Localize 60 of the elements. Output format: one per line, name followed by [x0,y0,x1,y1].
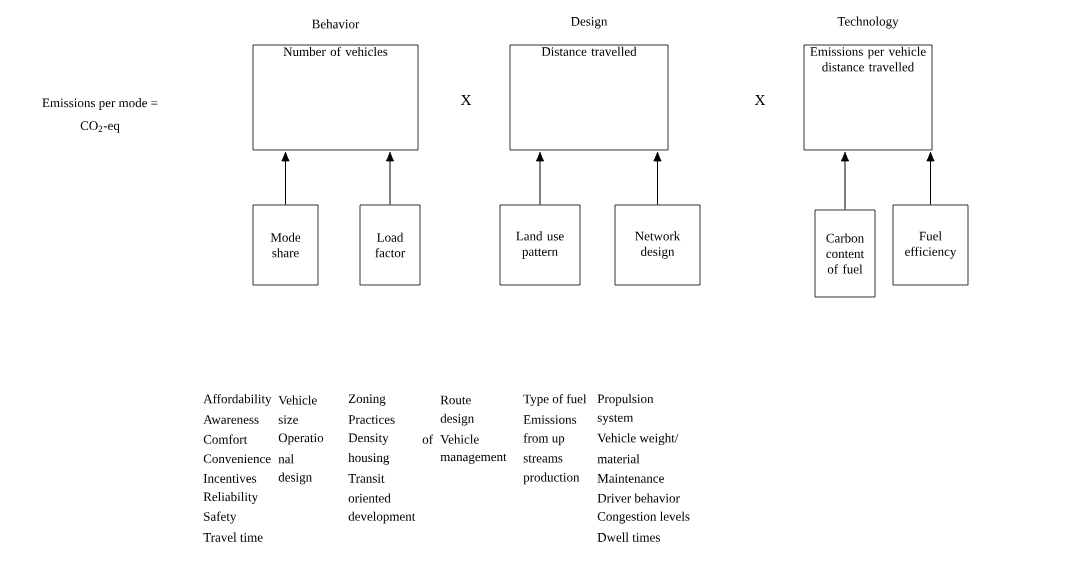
factor-item: Incentives [203,474,257,483]
factor-item: development [348,511,416,524]
factor-item: Dwell times [597,532,660,542]
factor-item: Vehicle [440,434,479,444]
arrow [653,151,662,206]
factor-item: Travel time [203,532,263,542]
factor-item: size [278,415,298,424]
factor-item: Driver behavior [597,493,680,503]
factor-item: streams [523,455,563,463]
arrow [926,151,935,206]
box-text: Distance travelled [541,46,637,56]
factor-box: Mode share [252,204,319,286]
formula-text: Emissions per mode = [42,98,158,110]
factor-item: Affordability [203,394,272,406]
factor-item: oriented [348,493,391,503]
factor-item: Convenience [203,454,271,464]
factor-box: Load factor [359,204,421,286]
multiply-sign: X [460,95,472,105]
factor-item: production [523,472,580,485]
factor-item: Vehicle weight/ [597,433,679,446]
factor-item: Emissions [523,415,577,424]
factor-item: of [422,434,434,444]
factor-item: material [597,454,640,464]
factor-item: Comfort [203,434,248,444]
factor-item: Zoning [348,394,386,406]
box-heading: Technology [837,16,899,29]
factor-box: Land use pattern [499,204,581,286]
factor-item: Reliability [203,492,259,504]
factor-item: Maintenance [597,474,664,483]
factor-item: Congestion levels [597,511,690,524]
factor-box: Network design [614,204,701,286]
factor-item: management [440,453,507,464]
arrow [385,151,395,206]
box-heading: Behavior [312,19,360,29]
factor-item: housing [348,452,390,465]
factor-item: from up [523,433,565,446]
factor-item: Transit [348,474,385,483]
factor-item: design [278,472,312,485]
box-text: Number of vehicles [283,46,388,57]
factor-item: nal [278,454,294,464]
factor-item: Propulsion [597,394,654,406]
arrow [840,151,850,211]
arrow [535,151,545,206]
formula-text: CO$_{2}$-eq [80,121,120,133]
factor-item: Route [440,395,471,405]
factor-item: Operatio [278,433,324,445]
factor-box: Fuel efficiency [892,204,969,286]
factor-item: system [597,414,634,425]
box-heading: Design [570,17,608,29]
factor-item: Awareness [203,415,259,424]
factor-item: Vehicle [278,395,317,405]
factor-item: design [440,413,474,426]
multiply-sign: X [754,95,766,105]
factor-item: Density [348,433,389,445]
factor-box: Carbon content of fuel [814,209,876,298]
factor-item: Practices [348,415,395,424]
box-text: Emissions per vehicle distance travelled [810,46,926,72]
factor-item: Safety [204,511,237,524]
factor-item: Type of fuel [523,394,587,406]
arrow [281,151,290,206]
